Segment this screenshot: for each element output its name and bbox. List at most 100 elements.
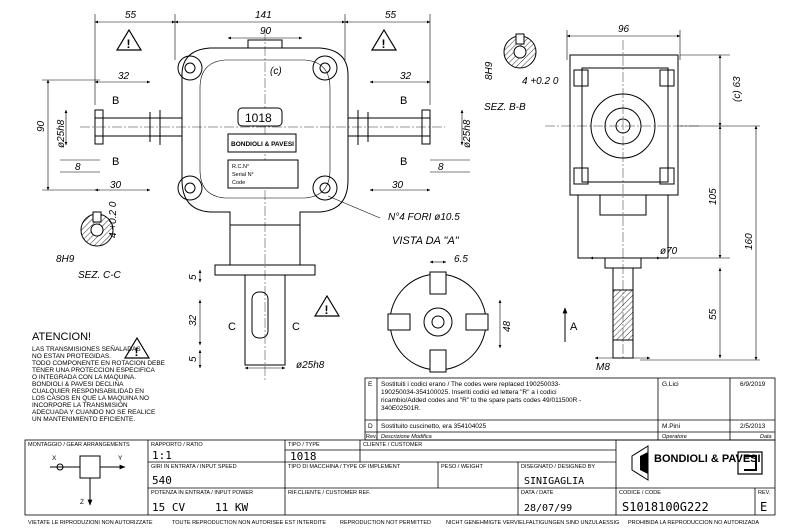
nameplate-line-2: Serial N° <box>232 172 254 178</box>
axis-z: Z <box>80 499 84 506</box>
svg-text:NO ESTAN PROTEGIDAS.: NO ESTAN PROTEGIDAS. <box>32 353 111 360</box>
rev-e-text: 190250034-354100025. Inseriti codici ed … <box>381 389 557 396</box>
svg-text:NICHT GENEHMIGTE VERVIELFALTIG: NICHT GENEHMIGTE VERVIELFALTIGUNGEN SIND… <box>446 520 619 526</box>
gear-arrangement-diagram <box>50 455 126 506</box>
ratio-value: 1:1 <box>152 449 172 462</box>
dim-left-shaft: ø25h8 <box>56 119 67 148</box>
section-b-key-depth: 4 +0.2 0 <box>522 76 559 87</box>
svg-text:BONDIOLI & PAVESI DECLINA: BONDIOLI & PAVESI DECLINA <box>32 381 124 388</box>
model-plate-text: 1018 <box>245 111 272 125</box>
section-c-key-depth: 4 +0.2 0 <box>108 201 119 238</box>
section-mark-b: B <box>400 95 407 107</box>
section-mark-b: B <box>112 156 119 168</box>
svg-text:ADECUADA Y CUANDO NO SE REALIC: ADECUADA Y CUANDO NO SE REALICE <box>32 409 156 416</box>
rev-e-text: Sostituiti i codici erano / The codes we… <box>381 381 560 388</box>
rev-header-desc: Descrizione Modifica <box>381 434 432 440</box>
section-c-key-width: 8H9 <box>56 254 75 265</box>
rev-d-operator: M.Pini <box>662 423 680 430</box>
footer-notices: VIETATE LE RIPRODUZIONI NON AUTORIZZATE … <box>28 520 759 526</box>
svg-text:O INTEGRADA CON LA MAQUINA.: O INTEGRADA CON LA MAQUINA. <box>32 374 136 381</box>
rev-label: REV. <box>758 490 771 496</box>
axis-x: X <box>52 455 57 462</box>
nameplate-line-1: R.C.N° <box>232 164 249 170</box>
warning-title: ATENCION! <box>32 331 91 343</box>
dim-right-shaft: ø25h8 <box>462 119 473 148</box>
dim-bottom-shaft: ø25h8 <box>296 360 325 371</box>
section-mark-b: B <box>400 156 407 168</box>
dim-side-160: 160 <box>744 233 755 250</box>
dim-side-70: ø70 <box>660 246 678 257</box>
svg-text:BONDIOLI & PAVESI: BONDIOLI & PAVESI <box>654 453 761 465</box>
dim-top-right: 55 <box>385 10 397 21</box>
customer-label: CLIENTE / CUSTOMER <box>363 442 422 448</box>
code-label: CODICE / CODE <box>619 490 661 496</box>
dim-bottom-5a: 5 <box>188 356 199 362</box>
type-value: 1018 <box>290 450 317 463</box>
dim-bottom-5b: 5 <box>188 274 199 280</box>
rev-d-text: Sostituito cuscinetto, era 354104025 <box>381 423 487 430</box>
rev-e-letter: E <box>368 381 373 388</box>
svg-text:CUALQUIER RESPONSABILIDAD EN: CUALQUIER RESPONSABILIDAD EN <box>32 388 144 395</box>
rev-e-text: 340E02501R. <box>381 405 421 412</box>
speed-value: 540 <box>152 474 172 487</box>
svg-text:VIETATE LE RIPRODUZIONI NON AU: VIETATE LE RIPRODUZIONI NON AUTORIZZATE <box>28 520 153 526</box>
view-a-label: VISTA DA "A" <box>392 235 460 247</box>
date-value: 28/07/99 <box>524 503 572 514</box>
svg-text:!: ! <box>127 37 131 51</box>
dim-side-105: 105 <box>708 188 719 205</box>
weight-label: PESO / WEIGHT <box>441 464 484 470</box>
svg-text:TENER UNA PROTECCION ESPECIFIC: TENER UNA PROTECCION ESPECIFICA <box>32 367 155 374</box>
axis-y: Y <box>118 455 123 462</box>
rev-d-letter: D <box>368 423 373 430</box>
svg-text:LOS CASOS EN QUE LA MAQUINA NO: LOS CASOS EN QUE LA MAQUINA NO <box>32 395 149 402</box>
dim-left-8: 8 <box>75 162 81 173</box>
view-a-drawing <box>387 260 502 373</box>
dim-right-32: 32 <box>400 71 412 82</box>
warning-triangle-icon: ! <box>115 28 143 51</box>
gearbox-front-view <box>94 39 431 366</box>
section-mark-c: C <box>228 321 236 333</box>
svg-text:REPRODUCTION NOT PERMITTED: REPRODUCTION NOT PERMITTED <box>340 520 431 526</box>
section-b-b <box>503 33 537 69</box>
center-lines <box>80 30 700 380</box>
rev-header-op: Operatore <box>662 434 687 440</box>
svg-text:!: ! <box>135 345 139 359</box>
rev-e-text: ricambio/Added codes and "R" to the spar… <box>381 397 581 404</box>
svg-text:TOUTE REPRODUCTION NON AUTORIS: TOUTE REPRODUCTION NON AUTORISEE EST INT… <box>172 520 326 526</box>
dim-side-55: 55 <box>708 308 719 320</box>
view-arrow-a: A <box>562 307 578 342</box>
power-kw: 11 KW <box>215 501 248 514</box>
rev-header-rev: Rev. <box>366 434 377 440</box>
dim-right-30: 30 <box>392 180 404 191</box>
center-label: (c) <box>270 66 282 77</box>
ratio-label: RAPPORTO / RATIO <box>151 442 203 448</box>
section-mark-b: B <box>112 95 119 107</box>
power-cv: 15 CV <box>152 501 185 514</box>
rev-e-operator: G.Lici <box>662 381 679 388</box>
arrangement-label: MONTAGGIO / GEAR ARRANGEMENTS <box>28 442 130 448</box>
title-block <box>24 439 776 516</box>
right-dimensions <box>369 80 470 192</box>
nameplate <box>227 159 299 189</box>
dim-left-30: 30 <box>110 180 122 191</box>
section-c-c <box>80 211 114 247</box>
section-b-label: SEZ. B-B <box>484 102 526 113</box>
code-value: S1018100G222 <box>622 500 709 514</box>
svg-text:TODO COMPONENTE EN ROTACION DE: TODO COMPONENTE EN ROTACION DEBE <box>32 360 166 367</box>
rev-e-date: 6/9/2019 <box>740 381 766 388</box>
dim-side-thread: M8 <box>596 362 610 373</box>
warning-triangle-icon: ! <box>123 336 151 359</box>
dim-left-32: 32 <box>118 71 130 82</box>
power-label: POTENZA IN ENTRATA / INPUT POWER <box>151 490 253 496</box>
rev-header-date: Data <box>760 434 772 440</box>
cust-ref-label: RIF.CLIENTE / CUSTOMER REF. <box>288 490 371 496</box>
designed-label: DISEGNATO / DESIGNED BY <box>521 464 595 470</box>
warning-triangle-icon: ! <box>370 28 398 51</box>
warning-text: LAS TRANSMISIONES SEÑALADAS NO ESTAN PRO… <box>32 344 166 423</box>
warning-triangle-icon: ! <box>313 294 341 317</box>
model-plate <box>237 107 283 127</box>
date-label: DATA / DATE <box>521 490 554 496</box>
speed-label: GIRI IN ENTRATA / INPUT SPEED <box>151 464 237 470</box>
svg-text:INCORPORE LA TRANSMISION: INCORPORE LA TRANSMISION <box>32 402 128 409</box>
dim-bottom-32: 32 <box>188 314 199 326</box>
